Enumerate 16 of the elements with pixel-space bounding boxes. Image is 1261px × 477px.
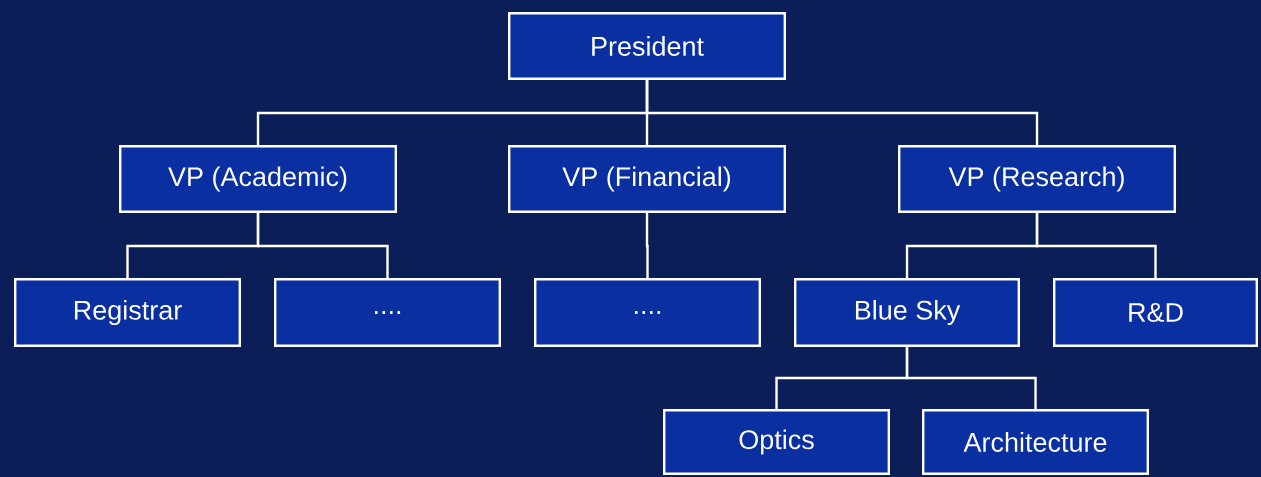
org-box: R&D — [1053, 278, 1258, 347]
org-box: .... — [534, 278, 761, 347]
connector-line — [905, 347, 1037, 409]
org-box: Optics — [663, 409, 891, 475]
connector-line — [256, 213, 389, 278]
connector-line — [1035, 213, 1157, 278]
org-box: Registrar — [14, 278, 241, 347]
org-box: Architecture — [922, 409, 1149, 475]
org-box: .... — [274, 278, 501, 347]
org-box: VP (Financial) — [508, 145, 786, 213]
org-box: President — [508, 12, 786, 80]
connector-line — [645, 80, 1039, 145]
connector-line — [645, 213, 649, 278]
org-box: VP (Research) — [898, 145, 1176, 213]
org-box: VP (Academic) — [119, 145, 397, 213]
org-box: Blue Sky — [794, 278, 1021, 347]
